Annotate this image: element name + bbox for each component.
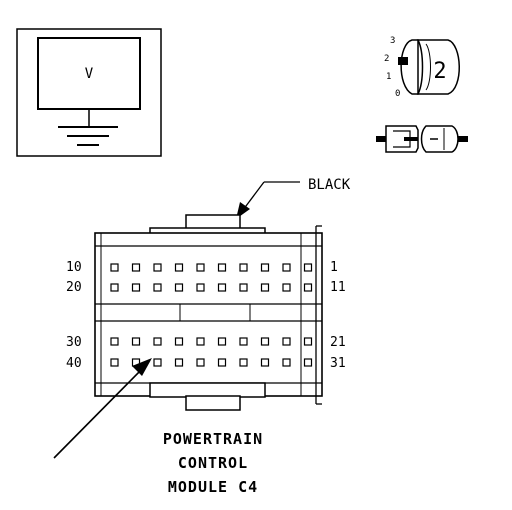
connector-cavity (153, 358, 162, 367)
connector-cavity (303, 263, 313, 272)
connector-cavity (217, 263, 227, 272)
row-label-row2-left: 20 (66, 280, 82, 295)
voltmeter-symbol: V (16, 28, 162, 157)
connector-body (94, 232, 323, 397)
selector-pos-0: 0 (395, 89, 400, 99)
selector-knob-body (416, 39, 460, 95)
selector-pos-2: 2 (384, 54, 389, 64)
row-label-top-left: 10 (66, 260, 82, 275)
connector-bottom-latch (185, 395, 241, 411)
connector-cavity (110, 337, 119, 346)
meter-frame (16, 28, 162, 157)
selector-pointer (398, 57, 408, 65)
connector-cavity (153, 283, 162, 292)
connector-cavity (217, 283, 227, 292)
title-line-2: CONTROL (178, 454, 248, 472)
connector-cavity (131, 263, 141, 272)
row-label-bottom-left: 40 (66, 356, 82, 371)
row-label-top-right: 1 (330, 260, 338, 275)
connector-cavity (239, 358, 248, 367)
connector-cavity (131, 337, 141, 346)
selector-knob-ridge (425, 43, 431, 91)
selector-pos-1: 1 (386, 72, 391, 82)
connector-c4: BLACK 10 1 20 11 30 21 40 31 (53, 177, 351, 459)
connector-cavity (282, 283, 291, 292)
connector-cavity (217, 358, 227, 367)
probe-pin (404, 137, 418, 141)
connector-cavity (260, 263, 270, 272)
connector-cavity (196, 283, 205, 292)
connector-title: POWERTRAIN CONTROL MODULE C4 (163, 430, 263, 496)
title-line-1: POWERTRAIN (163, 430, 263, 448)
cavity-pointer-line (53, 365, 146, 459)
connector-cavities (110, 263, 313, 367)
connector-cavity (239, 263, 248, 272)
connector-cavity (260, 337, 270, 346)
connector-cavity (110, 358, 119, 367)
selector-pos-3: 3 (390, 36, 395, 46)
connector-cavity (303, 358, 313, 367)
connector-cavity (153, 337, 162, 346)
connector-cavity (260, 283, 270, 292)
selector-knob-back (400, 39, 419, 95)
meter-label: V (85, 66, 94, 82)
connector-cavity (153, 263, 162, 272)
connector-cavity (196, 337, 205, 346)
row-label-bottom-right: 31 (330, 356, 346, 371)
connector-cavity (239, 283, 248, 292)
connector-cavity (282, 263, 291, 272)
connector-cavity (131, 283, 141, 292)
connector-cavity (260, 358, 270, 367)
selector-value: 2 (433, 59, 446, 84)
connector-cavity (217, 337, 227, 346)
connector-cavity (239, 337, 248, 346)
probe-icon (376, 125, 468, 153)
row-label-row2-right: 11 (330, 280, 346, 295)
row-label-row3-right: 21 (330, 335, 346, 350)
connector-bottom-latch-base (149, 382, 266, 398)
connector-cavity (174, 263, 184, 272)
connector-cavity (110, 283, 119, 292)
cavity-pointer-arrowhead (132, 358, 152, 376)
selector-switch: 3 2 1 0 2 (384, 36, 460, 99)
connector-cavity (303, 283, 313, 292)
connector-cavity (110, 263, 119, 272)
connector-cavity (282, 337, 291, 346)
connector-color-label: BLACK (308, 177, 351, 193)
connector-cavity (196, 358, 205, 367)
probe-right-body (420, 125, 459, 153)
connector-cavity (174, 358, 184, 367)
title-line-3: MODULE C4 (168, 478, 258, 496)
probe-tip-left (376, 136, 386, 142)
row-label-row3-left: 30 (66, 335, 82, 350)
connector-top-latch (185, 214, 241, 230)
connector-cavity (174, 337, 184, 346)
probe-tip-right (458, 136, 468, 142)
connector-cavity (282, 358, 291, 367)
connector-cavity (174, 283, 184, 292)
connector-cavity (303, 337, 313, 346)
connector-cavity (196, 263, 205, 272)
